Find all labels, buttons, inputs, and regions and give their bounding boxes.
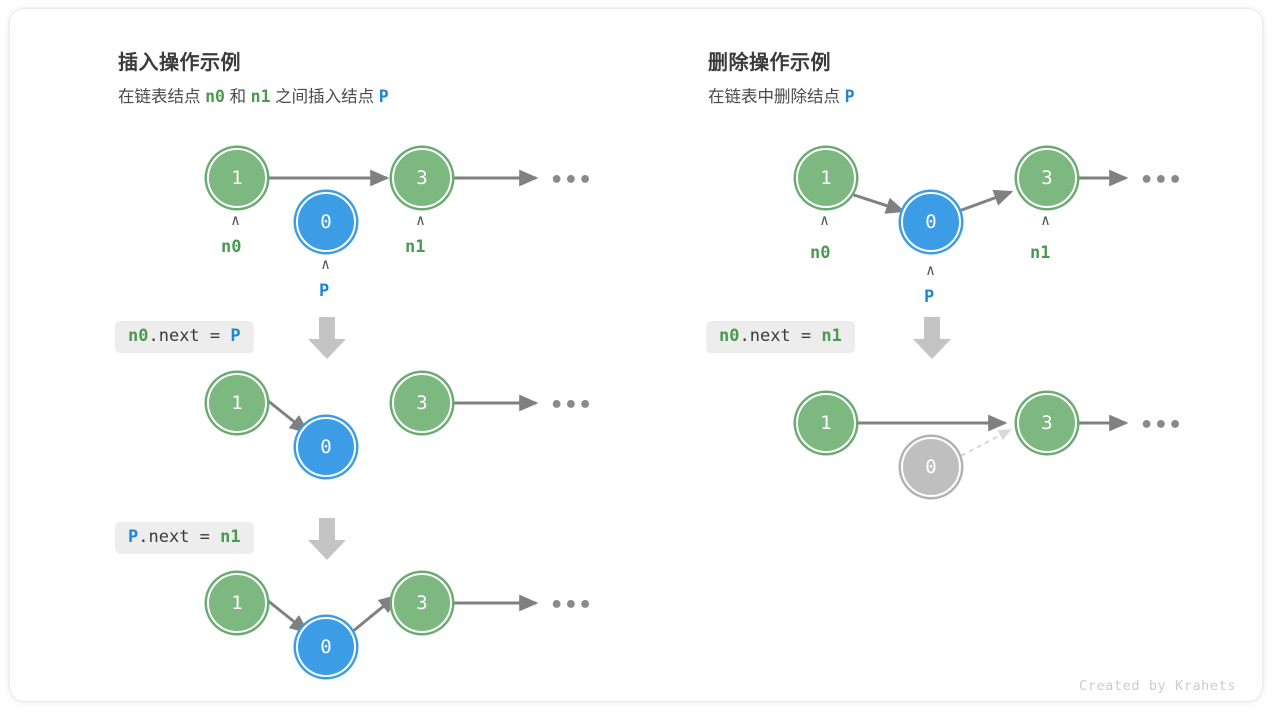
code-chip-insert-step1-value: P (230, 326, 241, 346)
insert-subtitle-var-n0: n0 (205, 87, 225, 106)
caret-insert-r1-n0: ∧ (231, 211, 241, 229)
step-down-arrow-insert-2 (308, 518, 346, 560)
remove-subtitle-var-p: P (844, 87, 855, 106)
diagram-card (10, 9, 1262, 701)
remove-panel-title: 删除操作示例 (708, 52, 831, 74)
ellipsis-insert-r1: ••• (550, 168, 593, 193)
pointer-label-remove-r1-n1: n1 (1030, 243, 1051, 263)
code-chip-insert-step1-target: n0 (128, 326, 149, 346)
insert-panel-subtitle: 在链表结点 n0 和 n1 之间插入结点 P (118, 83, 389, 107)
code-chip-insert-step2-op: .next = (138, 527, 221, 547)
ellipsis-remove-r2: ••• (1140, 413, 1183, 438)
credit-text: Created by Krahets (1079, 678, 1237, 694)
remove-subtitle-part1: 在链表中删除结点 (708, 88, 840, 106)
node-insert-r2-p: 0 (296, 417, 356, 477)
node-insert-r2-n0: 1 (207, 373, 267, 433)
code-chip-insert-step2-target: P (128, 527, 139, 547)
node-remove-r2-n1: 3 (1017, 393, 1077, 453)
node-remove-r1-p: 0 (901, 192, 961, 252)
node-remove-r2-n0: 1 (796, 393, 856, 453)
pointer-label-remove-r1-n0: n0 (810, 243, 831, 263)
ellipsis-insert-r2: ••• (550, 393, 593, 418)
code-chip-insert-step2: P.next = n1 (115, 522, 254, 554)
insert-subtitle-part2: 和 (229, 88, 247, 106)
insert-subtitle-var-p: P (378, 87, 389, 106)
code-chip-remove-step1-op: .next = (739, 326, 822, 346)
caret-remove-r1-p: ∧ (926, 261, 936, 279)
insert-subtitle-part3: 之间插入结点 (275, 88, 375, 106)
code-chip-remove-step1-target: n0 (719, 326, 740, 346)
step-down-arrow-remove-1 (913, 317, 951, 359)
insert-panel-title: 插入操作示例 (118, 52, 241, 74)
caret-insert-r1-p: ∧ (321, 255, 331, 273)
node-insert-r3-n0: 1 (207, 573, 267, 633)
ellipsis-remove-r1: ••• (1140, 168, 1183, 193)
node-insert-r3-p: 0 (296, 617, 356, 677)
caret-insert-r1-n1: ∧ (416, 211, 426, 229)
caret-remove-r1-n0: ∧ (820, 211, 830, 229)
node-insert-r1-p: 0 (296, 192, 356, 252)
pointer-label-remove-r1-p: P (924, 287, 935, 307)
node-insert-r1-n0: 1 (207, 148, 267, 208)
pointer-label-insert-r1-n1: n1 (405, 237, 426, 257)
caret-remove-r1-n1: ∧ (1041, 211, 1051, 229)
code-chip-remove-step1-value: n1 (821, 326, 842, 346)
node-insert-r3-n1: 3 (392, 573, 452, 633)
node-insert-r1-n1: 3 (392, 148, 452, 208)
code-chip-insert-step1-op: .next = (148, 326, 231, 346)
step-down-arrow-insert-1 (308, 317, 346, 359)
code-chip-insert-step2-value: n1 (220, 527, 241, 547)
node-remove-r2-deleted: 0 (901, 437, 961, 497)
pointer-label-insert-r1-n0: n0 (221, 237, 242, 257)
code-chip-insert-step1: n0.next = P (115, 321, 254, 353)
insert-subtitle-part1: 在链表结点 (118, 88, 201, 106)
code-chip-remove-step1: n0.next = n1 (706, 321, 855, 353)
pointer-label-insert-r1-p: P (319, 281, 330, 301)
node-remove-r1-n0: 1 (796, 148, 856, 208)
insert-subtitle-var-n1: n1 (250, 87, 271, 106)
remove-panel-subtitle: 在链表中删除结点 P (708, 83, 855, 107)
node-remove-r1-n1: 3 (1017, 148, 1077, 208)
ellipsis-insert-r3: ••• (550, 593, 593, 618)
node-insert-r2-n1: 3 (392, 373, 452, 433)
